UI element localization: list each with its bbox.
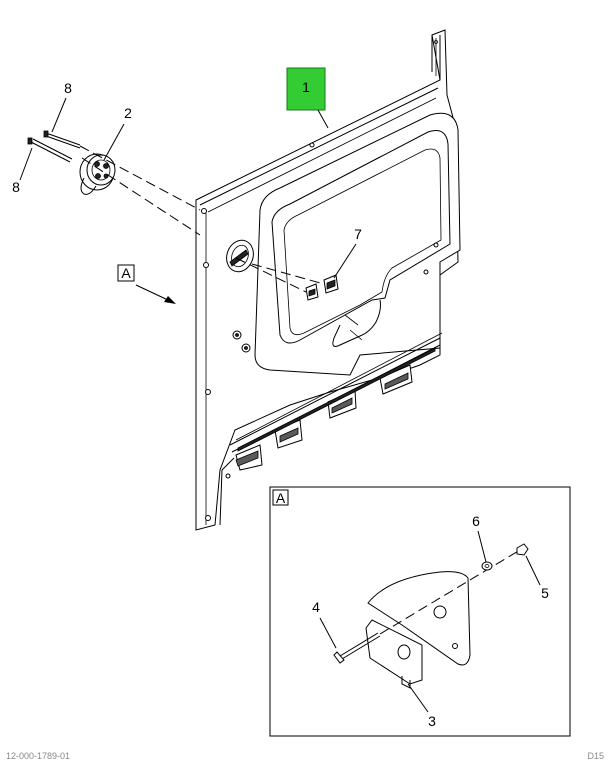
callout-8-upper: 8 xyxy=(64,80,72,96)
screw-lower xyxy=(27,137,73,163)
figure-id: 12-000-1789-01 xyxy=(6,751,71,761)
callout-5: 5 xyxy=(541,585,549,601)
callout-1-highlight xyxy=(286,67,326,111)
callout-7: 7 xyxy=(354,226,362,242)
callout-6: 6 xyxy=(472,513,480,529)
view-arrow-a: A xyxy=(117,264,176,304)
callout-2: 2 xyxy=(124,105,132,121)
switch-pair xyxy=(305,274,339,301)
callout-8-lower: 8 xyxy=(12,179,20,195)
callout-3: 3 xyxy=(428,713,436,729)
detail-a-box: A 6 5 4 3 xyxy=(269,486,571,737)
screw-upper xyxy=(43,130,81,149)
page-id: D15 xyxy=(587,751,604,761)
view-label-a: A xyxy=(121,265,131,281)
detail-label-a: A xyxy=(276,490,286,506)
callout-4: 4 xyxy=(312,599,320,615)
callout-1: 1 xyxy=(302,79,310,95)
